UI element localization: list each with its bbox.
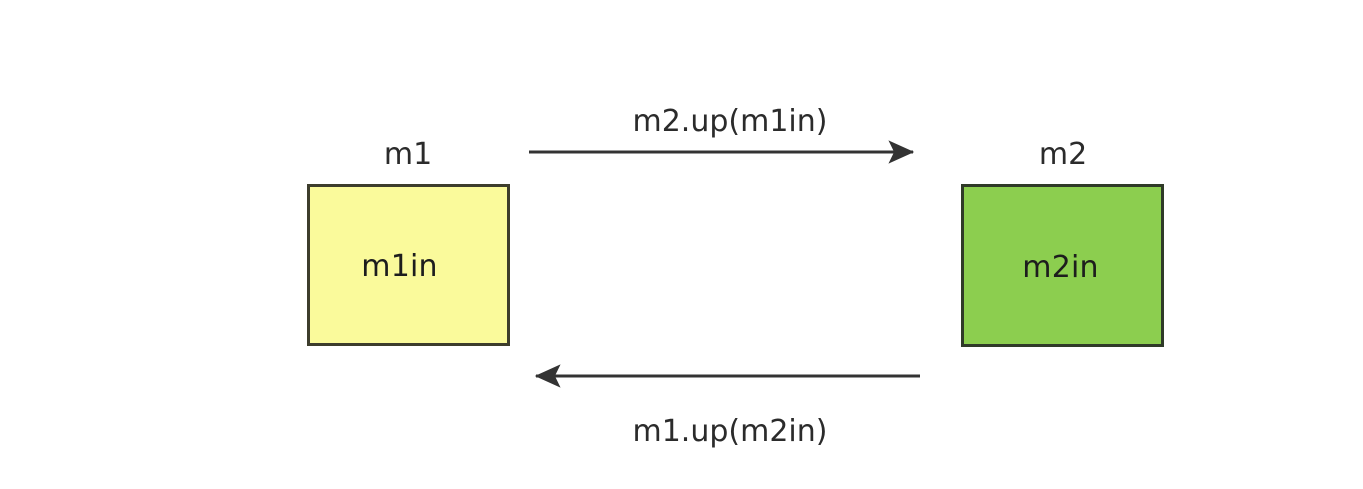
arrow-label-top: m2.up(m1in) xyxy=(632,104,828,139)
node-inner-label-m1: m1in xyxy=(361,249,438,284)
arrow-label-bottom: m1.up(m2in) xyxy=(632,414,828,449)
node-box-m1[interactable]: m1in xyxy=(307,184,510,346)
node-title-m2: m2 xyxy=(1038,137,1088,172)
node-inner-label-m2: m2in xyxy=(1022,249,1099,285)
node-title-m1: m1 xyxy=(383,137,433,172)
node-box-m2[interactable]: m2in xyxy=(961,184,1164,347)
